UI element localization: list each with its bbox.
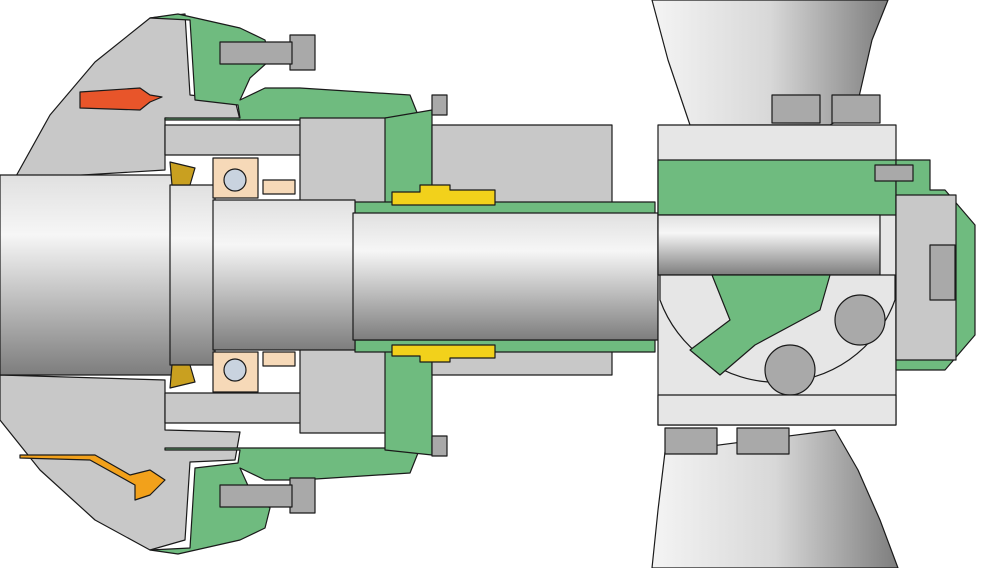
flange-nut-bottom [431, 435, 448, 457]
mech-seal-top [391, 184, 496, 206]
coupling-key [689, 274, 831, 376]
nut-bottom-1 [664, 427, 718, 455]
sensor-cable [19, 454, 166, 501]
nut-top-2 [831, 94, 881, 124]
inner-housing-bottom [164, 392, 306, 424]
shaft-step-3 [352, 212, 659, 341]
bolt-bottom-shank [219, 484, 293, 508]
nut-top-1 [771, 94, 821, 124]
bolt-top-shank [219, 41, 293, 65]
shaft-step-1 [169, 184, 216, 366]
lip-seal-top [169, 161, 196, 186]
inner-housing-top [164, 124, 306, 156]
flange-bottom [149, 447, 421, 555]
flange-top [149, 13, 421, 121]
coupling-bore [657, 214, 881, 276]
nut-bottom-2 [736, 427, 790, 455]
shaft-seal-top [262, 179, 296, 195]
coupling-bolt-1 [834, 294, 886, 346]
bearing-ball-bottom [223, 358, 247, 382]
end-bolt [874, 164, 914, 182]
blade-bottom [651, 429, 899, 568]
end-nut [929, 244, 956, 301]
bolt-bottom-head [289, 477, 316, 514]
lip-seal-bottom [169, 364, 196, 389]
shaft-seal-bottom [262, 351, 296, 367]
coupling-bolt-2 [764, 344, 816, 396]
shaft-main [0, 174, 176, 376]
bolt-top-head [289, 34, 316, 71]
seal-housing-top [299, 117, 391, 209]
coupling-green [657, 159, 897, 216]
temperature-sensor [79, 87, 163, 111]
coupling-bottom [657, 394, 897, 426]
shaft-step-2 [212, 199, 356, 351]
seal-housing-bottom [299, 344, 391, 434]
mech-seal-bottom [391, 344, 496, 363]
flange-nut-top [431, 94, 448, 116]
bearing-ball-top [223, 168, 247, 192]
